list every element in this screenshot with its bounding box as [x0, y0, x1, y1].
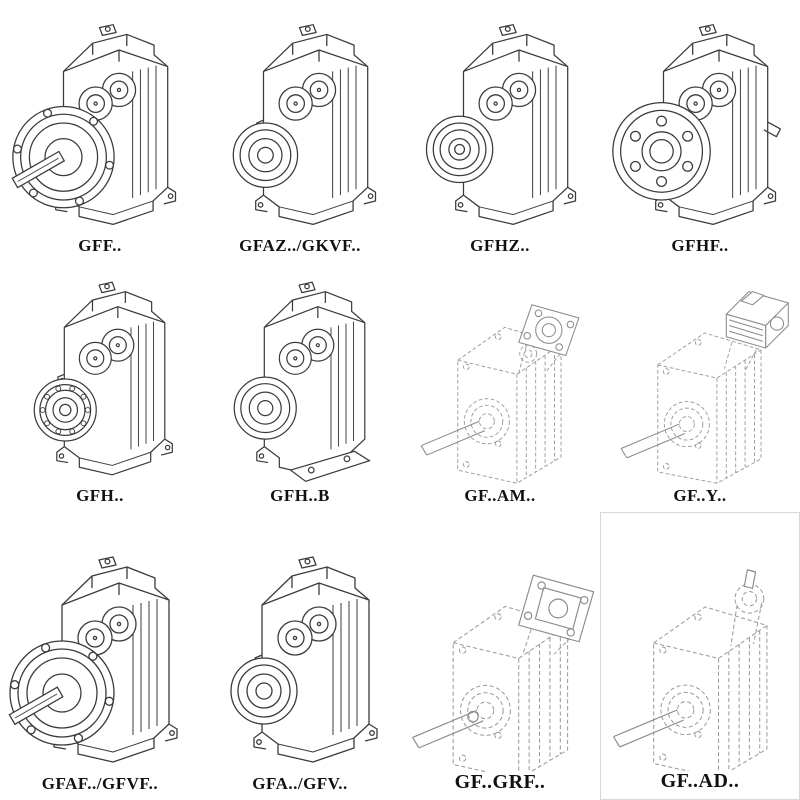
phantom-housing [457, 326, 562, 484]
catalog-cell-gf-ad: GF..AD.. [600, 512, 800, 800]
motor [725, 291, 789, 349]
model-label: GF..AM.. [464, 486, 536, 505]
model-label: GFHF.. [671, 236, 729, 255]
bearing-hub [33, 378, 97, 442]
hollow-hub [230, 657, 298, 725]
catalog-cell-gfh: GFH.. [0, 262, 200, 512]
gfam-gearbox-illustration [420, 304, 580, 484]
catalog-cell-gfaz-gkvf: GFAZ../GKVF.. [200, 0, 400, 262]
gfaz-illustration-wrap [200, 0, 400, 237]
gfgrf-gearbox-illustration [412, 574, 595, 772]
gfaz-gearbox-illustration [232, 24, 376, 225]
model-label: GFHZ.. [470, 236, 530, 255]
catalog-cell-gfhf: GFHF.. [600, 0, 800, 262]
output-shaft [420, 420, 486, 456]
catalog-cell-gff: GFF.. [0, 0, 200, 262]
gfy-gearmotor-illustration [620, 291, 789, 484]
gfhb-gearbox-illustration [233, 281, 371, 483]
bearing-hub [233, 376, 297, 440]
catalog-cell-gf-y: GF..Y.. [600, 262, 800, 512]
catalog-cell-gfhz: GFHZ.. [400, 0, 600, 262]
hollow-hub [232, 122, 298, 188]
housing [454, 24, 576, 225]
catalog-cell-gf-am: GF..AM.. [400, 262, 600, 512]
phantom-housing [653, 583, 768, 771]
gfhf-illustration-wrap [600, 0, 800, 237]
gff-gearbox-illustration [10, 24, 176, 225]
housing [56, 281, 173, 476]
gfhz-gearbox-illustration [425, 24, 576, 225]
bolted-flange [611, 101, 711, 201]
gfgrf-illustration-wrap [400, 512, 600, 772]
model-label: GFAF../GFVF.. [41, 774, 159, 793]
model-label: GF..Y.. [673, 486, 727, 505]
output-shaft [412, 709, 484, 749]
output-flange [11, 105, 115, 209]
model-label: GFAZ../GKVF.. [239, 236, 361, 255]
gfhf-gearbox-illustration [611, 24, 781, 225]
catalog-cell-gf-grf: GF..GRF.. [400, 512, 600, 800]
catalog-cell-gfa-gfv: GFA../GFV.. [200, 512, 400, 800]
gff-illustration-wrap [0, 0, 200, 237]
gfaf-gearbox-illustration [8, 556, 178, 763]
gfam-illustration-wrap [400, 262, 600, 487]
input-block-grf [518, 574, 595, 643]
gfad-illustration-wrap [601, 513, 799, 771]
output-flange [9, 640, 115, 746]
catalog-cell-gfaf-gfvf: GFAF../GFVF.. [0, 512, 200, 800]
model-label: GFF.. [78, 236, 122, 255]
phantom-housing [657, 332, 762, 484]
model-label: GFH..B [270, 486, 330, 505]
housing [256, 281, 366, 476]
model-label: GF..GRF.. [454, 771, 546, 793]
output-shaft [10, 150, 65, 189]
output-shaft [620, 423, 686, 459]
mounting-base [289, 450, 371, 483]
model-label: GF..AD.. [660, 770, 740, 792]
gfhb-illustration-wrap [200, 262, 400, 487]
gfh-gearbox-illustration [33, 281, 173, 476]
catalog-cell-gfh-b: GFH..B [200, 262, 400, 512]
phantom-housing [452, 605, 572, 772]
gfy-illustration-wrap [600, 262, 800, 487]
model-label: GFA../GFV.. [252, 774, 348, 793]
gfa-gearbox-illustration [230, 556, 378, 763]
output-shaft [613, 709, 684, 748]
input-flange-am [518, 304, 580, 357]
gfa-illustration-wrap [200, 512, 400, 775]
gfaf-illustration-wrap [0, 512, 200, 775]
gfad-gearbox-illustration [613, 569, 768, 771]
gfh-illustration-wrap [0, 262, 200, 487]
model-label: GFH.. [76, 486, 124, 505]
hollow-hub [425, 115, 493, 184]
output-shaft [8, 686, 64, 726]
input-adapter-shaft [743, 569, 757, 589]
gfhz-illustration-wrap [400, 0, 600, 237]
